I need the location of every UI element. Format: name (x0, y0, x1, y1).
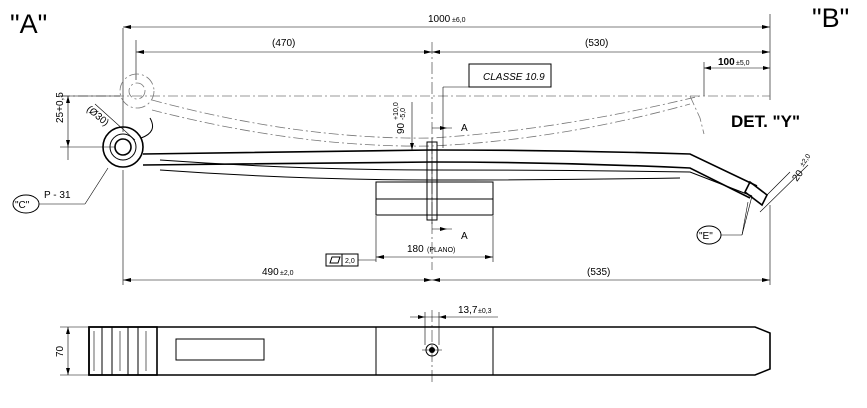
end-offset-tol: ±5,0 (736, 60, 750, 67)
overall-length-dimension: 1000 ±6,0 (122, 14, 771, 132)
plan-view: 70 13,7 ±0,3 (55, 305, 771, 385)
bottom-dimensions: 490 ±2,0 (535) (122, 170, 771, 285)
bolt-class-label: CLASSE 10.9 (483, 72, 545, 83)
center-height-dimension: 90 +10,0 -5,0 (393, 102, 414, 150)
callout-e-label: "E" (699, 231, 713, 242)
center-seat-pad (375, 181, 494, 216)
section-mark-bottom: A (461, 231, 468, 242)
bolt-class-callout: CLASSE 10.9 (442, 63, 552, 148)
seat-length-dimension: 180 (PLANO) 2,0 (325, 216, 494, 267)
section-mark-top: A (461, 123, 468, 134)
center-height-value: 90 (396, 122, 407, 134)
center-height-tol-lower: -5,0 (400, 108, 407, 120)
section-marks: A A (432, 123, 468, 242)
left-section-value: (470) (272, 38, 295, 49)
flatness-value: 2,0 (345, 258, 355, 265)
eye-height-dimension: 25+0,5 (55, 92, 120, 160)
view-label-b: "B" (812, 3, 849, 33)
center-height-tol-upper: +10,0 (393, 102, 400, 120)
center-bolt (426, 138, 438, 224)
overall-length-tol: ±6,0 (452, 17, 466, 24)
callout-c: "C" P - 31 (12, 167, 109, 214)
end-offset-dimension: 100 ±5,0 (703, 57, 770, 96)
callout-c-text: P - 31 (44, 190, 71, 201)
end-tip-dimension: 20 ±2,0 (759, 153, 813, 213)
callout-c-label: "C" (15, 200, 30, 211)
callout-e: "E" (696, 195, 753, 245)
unloaded-spring-outline (60, 73, 770, 147)
right-section-value: (530) (585, 38, 608, 49)
eye-to-center-tol: ±2,0 (280, 270, 294, 277)
eye-to-center-value: 490 (262, 267, 279, 278)
hole-offset-tol: ±0,3 (478, 308, 492, 315)
eye-height-value: 25+0,5 (55, 92, 66, 123)
end-tip-value: 20 (790, 168, 806, 184)
spring-leaves (102, 117, 769, 207)
eye-diameter-value: (Ø30) (84, 104, 111, 129)
center-to-end-value: (535) (587, 267, 610, 278)
seat-length-value: 180 (407, 244, 424, 255)
width-value: 70 (55, 345, 66, 357)
overall-length-value: 1000 (428, 14, 451, 25)
view-label-a: "A" (10, 9, 47, 39)
section-dimensions: (470) (530) (135, 38, 770, 80)
seat-length-note: (PLANO) (427, 247, 455, 254)
end-offset-value: 100 (718, 57, 735, 68)
detail-y-label: DET. "Y" (731, 112, 800, 131)
hole-offset-value: 13,7 (458, 305, 478, 316)
end-tip-tol: ±2,0 (799, 153, 813, 168)
